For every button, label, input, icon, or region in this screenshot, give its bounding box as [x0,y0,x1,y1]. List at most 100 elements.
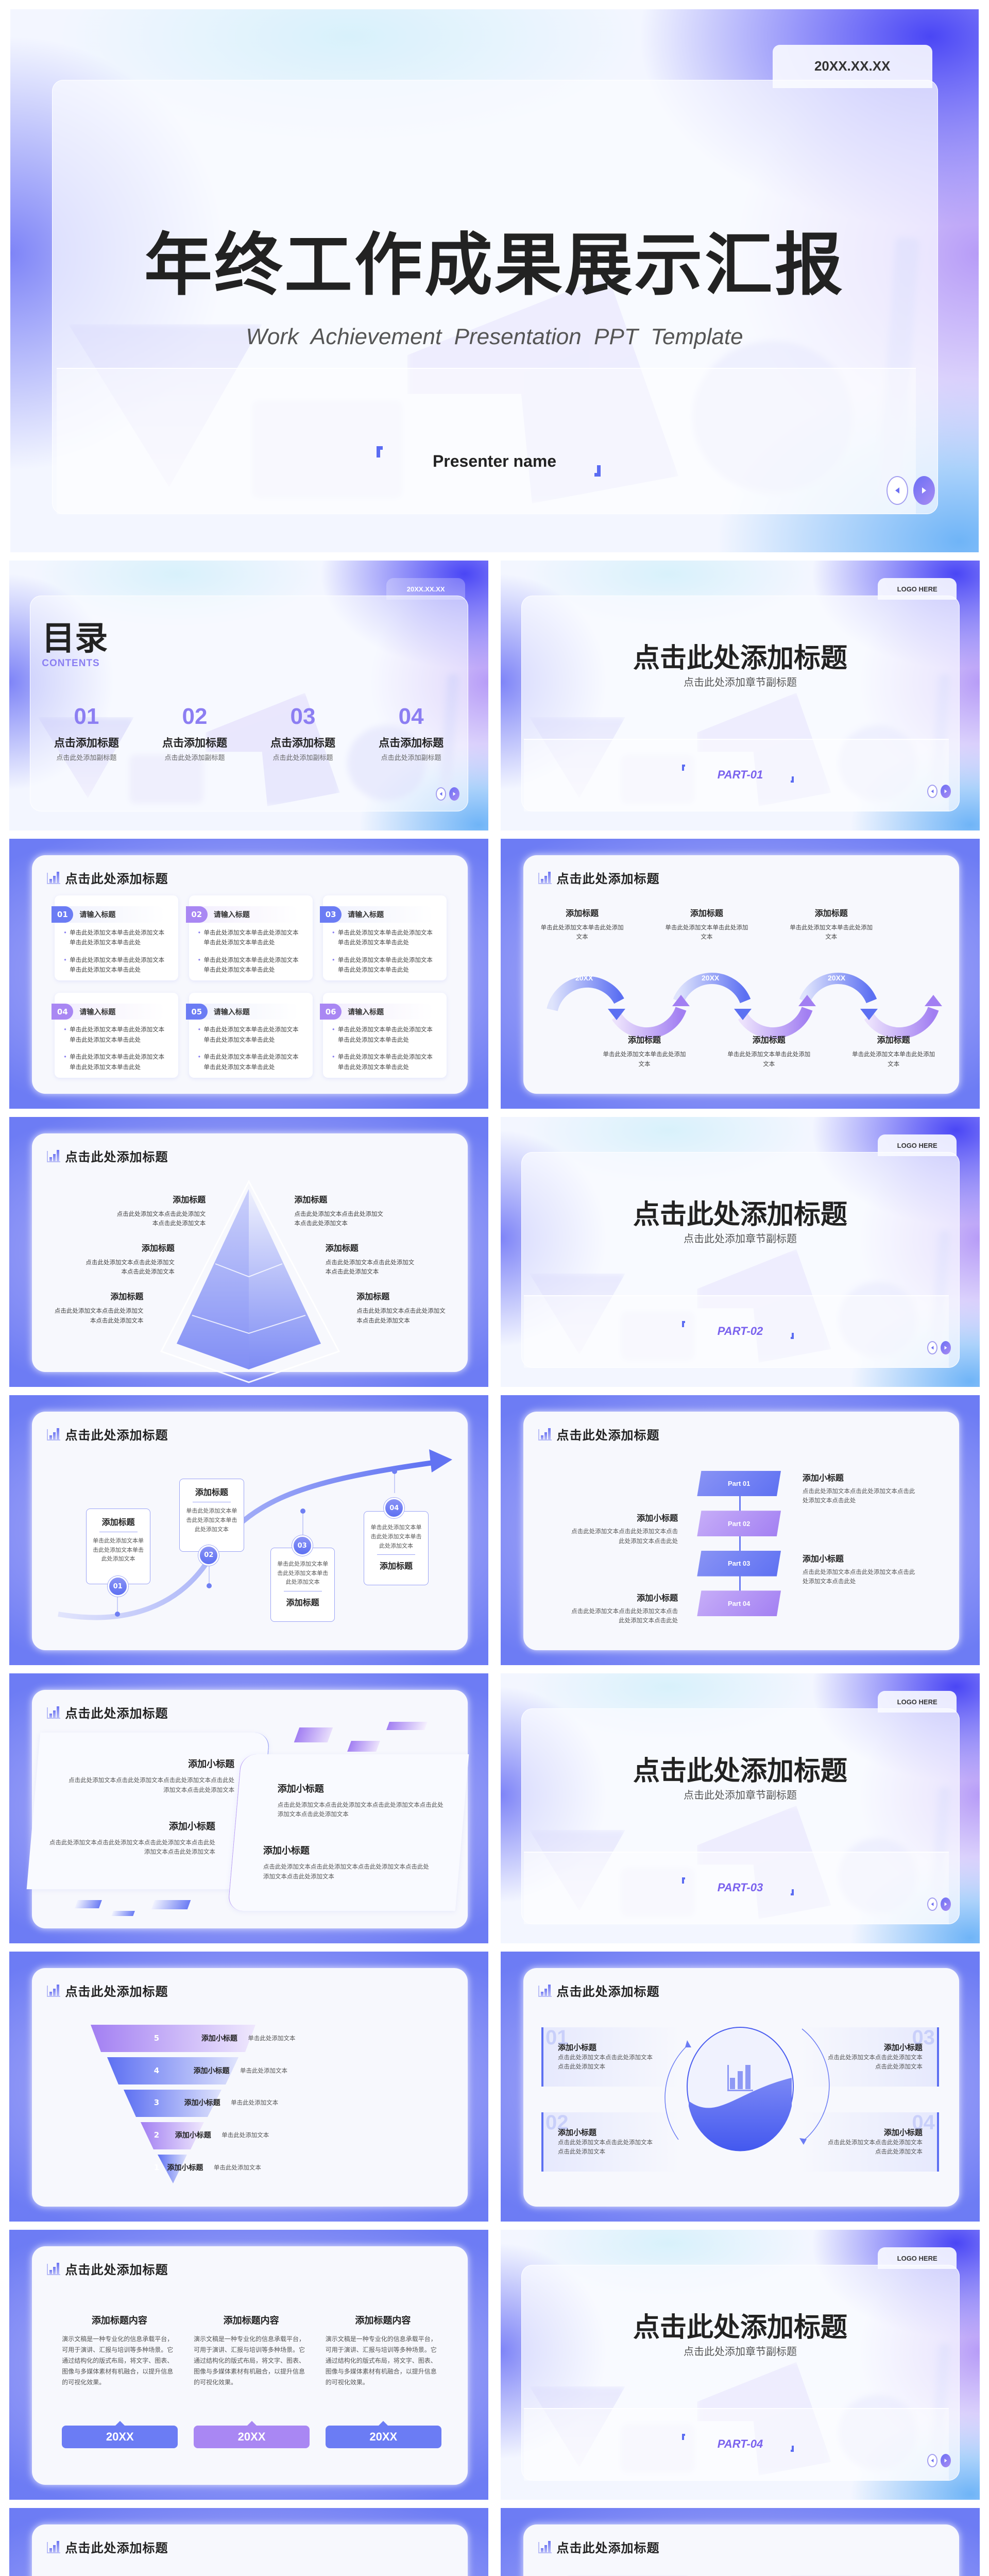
timeline-item: 添加标题单击此处添加文本单击此处添加文本 [850,1033,936,1069]
item-text: 点击此处添加文本点击此处添加文本点击此处添加文本 [294,1210,383,1227]
step-title: 添加标题 [379,1561,413,1571]
step-text: 单击此处添加文本单击此处添加文本单击此处添加文本 [370,1524,422,1549]
part-box[interactable]: Part 04 [697,1590,781,1617]
part-box[interactable]: Part 01 [697,1470,781,1497]
part-box[interactable]: Part 03 [697,1550,781,1577]
part-label: PART-04 [717,2437,763,2451]
step-text: 单击此处添加文本单击此处添加文本单击此处添加文本 [277,1561,329,1586]
svg-text:20XX: 20XX [702,974,720,982]
prev-button[interactable] [436,787,447,801]
year-button[interactable]: 20XX [325,2420,441,2449]
bar-chart-icon [538,1984,552,1997]
presenter-name: Presenter name [432,452,557,470]
bullet-text: 单击此处添加文本单击此处添加文本单击此处添加文本单击此处 [63,1052,168,1072]
part-text: 点击此处添加文本点击此处添加文本点击此处添加文本点击此处 [571,1607,678,1624]
slide-header: 点击此处添加标题 [46,1147,168,1165]
bracket-bottom-right [790,776,794,783]
triangle-left-icon [931,789,934,793]
bracket-top-left [681,1877,685,1884]
next-button[interactable] [941,784,951,798]
slide-section-02: LOGO HERE 点击此处添加标题 点击此处添加章节副标题 PART-02 [501,1117,980,1387]
glass-band [523,1295,949,1368]
slide-section-03: LOGO HERE 点击此处添加标题 点击此处添加章节副标题 PART-03 [501,1673,980,1943]
next-button[interactable] [941,1341,951,1354]
pyramid-item: 添加标题点击此处添加文本点击此处添加文本点击此处添加文本 [294,1193,385,1228]
pyramid-item: 添加标题点击此处添加文本点击此处添加文本点击此处添加文本 [53,1290,144,1325]
slide-title: 点击此处添加标题 [65,871,168,886]
item-number: 03 [290,703,316,729]
year-button[interactable]: 20XX [194,2420,310,2449]
pyramid-item: 添加标题点击此处添加文本点击此处添加文本点击此处添加文本 [356,1290,448,1325]
part-text: 点击此处添加文本点击此处添加文本点击此处添加文本点击此处 [802,1568,915,1585]
section-subtitle: 点击此处添加章节副标题 [684,2345,797,2358]
year-label: 20XX [237,2430,266,2444]
connector-line [739,1476,741,1612]
next-button[interactable] [941,1897,951,1911]
slide-cover: 20XX.XX.XX 年终工作成果展示汇报 Work Achievement P… [10,9,979,552]
card-number: 02 [185,906,208,923]
slide-title: 点击此处添加标题 [65,2262,168,2277]
slide-title: 点击此处添加标题 [65,1428,168,1443]
section-title: 点击此处添加标题 [633,642,847,674]
item-title: 添加标题 [325,1243,359,1253]
item-title: 添加标题 [110,1292,144,1302]
item-title: 点击添加标题 [162,736,227,749]
column-text: 演示文稿是一种专业化的信息承载平台，可用于演讲、汇报与培训等多种场景。它通过结构… [194,2335,305,2386]
column-text: 演示文稿是一种专业化的信息承载平台，可用于演讲、汇报与培训等多种场景。它通过结构… [325,2335,437,2386]
level-text: 单击此处添加文本 [231,2099,279,2107]
item-title: 添加标题 [627,1035,661,1045]
slide-parts-flow: 点击此处添加标题 Part 01 Part 02 Part 03 Part 04… [501,1395,980,1665]
part-box[interactable]: Part 02 [697,1511,781,1537]
prev-button[interactable] [927,2453,938,2467]
step-number: 03 [292,1535,313,1556]
timeline-item: 添加标题单击此处添加文本单击此处添加文本 [539,906,625,942]
level-number: 5 [154,2033,160,2043]
level-title: 添加小标题 [184,2099,220,2108]
slide-header: 点击此处添加标题 [538,1981,660,1999]
next-button[interactable] [941,2453,951,2467]
triangle-right-icon [453,792,456,796]
part-text: 点击此处添加文本点击此处添加文本点击此处添加文本点击此处 [571,1528,678,1545]
panel-item: 添加小标题点击此处添加文本点击此处添加文本点击此处添加文本点击此处添加文本点击此… [263,1843,431,1881]
item-title: 添加标题 [814,908,848,918]
watermark-number: 01 [545,2026,569,2049]
item-text: 单击此处添加文本单击此处添加文本 [790,924,873,941]
section-title: 点击此处添加标题 [633,2312,847,2343]
slide-nav [927,784,951,798]
triangle-left-icon [931,2459,934,2463]
logo-label: LOGO HERE [897,2254,937,2262]
level-title: 添加小标题 [201,2034,237,2043]
next-button[interactable] [913,476,935,505]
bullet-text: 单击此处添加文本单击此处添加文本单击此处添加文本单击此处 [332,1025,437,1045]
prev-button[interactable] [886,476,909,505]
slide-header: 点击此处添加标题 [46,1425,168,1443]
section-card [521,1708,960,1925]
slide-keywords: 点击此处添加标题 添加文本 关键词 添加文本 添加小标题点击此处添加文本点击此处… [9,2508,488,2576]
next-button[interactable] [449,787,460,801]
prev-button[interactable] [927,1341,938,1354]
slide-title: 点击此处添加标题 [65,1149,168,1164]
watermark-number: 03 [912,2026,935,2049]
svg-text:20XX: 20XX [765,1038,783,1046]
glass-band [57,367,916,515]
part-desc: 添加小标题点击此处添加文本点击此处添加文本点击此处添加文本点击此处 [568,1511,678,1546]
pyramid-item: 添加标题点击此处添加文本点击此处添加文本点击此处添加文本 [115,1193,206,1228]
prev-button[interactable] [927,1897,938,1911]
year-button[interactable]: 20XX [62,2420,178,2449]
prev-button[interactable] [927,784,938,798]
item-text: 单击此处添加文本单击此处添加文本 [852,1050,935,1067]
step-number: 04 [384,1498,405,1519]
